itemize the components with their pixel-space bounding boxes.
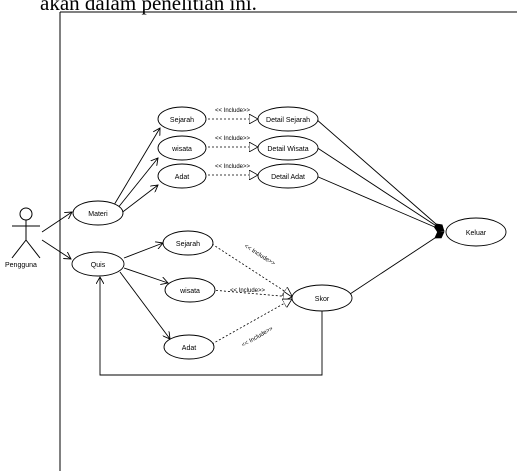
use-case-detail-sejarah[interactable]: Detail Sejarah (257, 106, 319, 132)
actor-label: Pengguna (5, 262, 37, 269)
assoc-skor-keluar (349, 231, 444, 295)
use-case-detail-adat[interactable]: Detail Adat (257, 163, 319, 189)
use-case-label: Detail Adat (271, 174, 305, 181)
include-label-2: << Include>> (215, 136, 251, 142)
actor-stick-figure (11, 207, 41, 259)
use-case-label: Sejarah (176, 241, 200, 248)
assoc-actor-materi (41, 212, 72, 233)
use-case-label: Detail Sejarah (266, 117, 310, 124)
use-case-adat-materi[interactable]: Adat (157, 163, 207, 189)
use-case-label: Adat (175, 174, 189, 181)
use-case-wisata-quis[interactable]: wisata (164, 277, 216, 303)
assoc-detailsejarah-keluar (315, 118, 444, 231)
include-label-1: << Include>> (215, 108, 251, 114)
assoc-materi-wisata (116, 158, 158, 210)
assoc-detailadat-keluar (315, 175, 444, 231)
include-label-q2: << Include>> (230, 288, 266, 294)
use-case-label: Skor (315, 296, 330, 303)
assoc-quis-sejarah (123, 243, 163, 259)
assoc-quis-adat (119, 271, 170, 339)
include-label-3: << Include>> (215, 164, 251, 170)
use-case-label: Sejarah (170, 117, 194, 124)
assoc-materi-adat (119, 185, 158, 215)
include-qadat-skor (211, 299, 292, 345)
use-case-materi[interactable]: Materi (72, 200, 124, 226)
use-case-sejarah-materi[interactable]: Sejarah (157, 106, 207, 132)
use-case-label: wisata (171, 146, 192, 153)
assoc-materi-sejarah (113, 128, 160, 206)
caption-text: akan dalam penelitian ini. (40, 0, 257, 15)
use-case-detail-wisata[interactable]: Detail Wisata (257, 135, 319, 161)
use-case-label: Keluar (466, 230, 487, 237)
use-case-label: Quis (91, 262, 106, 269)
use-case-quis[interactable]: Quis (71, 251, 125, 277)
use-case-label: Materi (88, 211, 108, 218)
use-case-keluar[interactable]: Keluar (445, 217, 507, 247)
assoc-detailwisata-keluar (315, 146, 444, 232)
include-label-q1: << Include>> (243, 244, 276, 268)
use-case-sejarah-quis[interactable]: Sejarah (162, 230, 214, 256)
assoc-actor-quis (41, 239, 71, 259)
use-case-adat-quis[interactable]: Adat (163, 334, 215, 360)
loop-skor-to-quis (100, 277, 323, 376)
use-case-label: Detail Wisata (267, 146, 308, 153)
include-label-q3: << Include>> (241, 326, 275, 349)
use-case-wisata-materi[interactable]: wisata (157, 135, 207, 161)
use-case-label: Adat (182, 345, 196, 352)
assoc-quis-wisata (123, 267, 168, 283)
use-case-label: wisata (179, 288, 200, 295)
use-case-skor[interactable]: Skor (291, 284, 353, 312)
include-qwisata-skor (211, 289, 292, 297)
